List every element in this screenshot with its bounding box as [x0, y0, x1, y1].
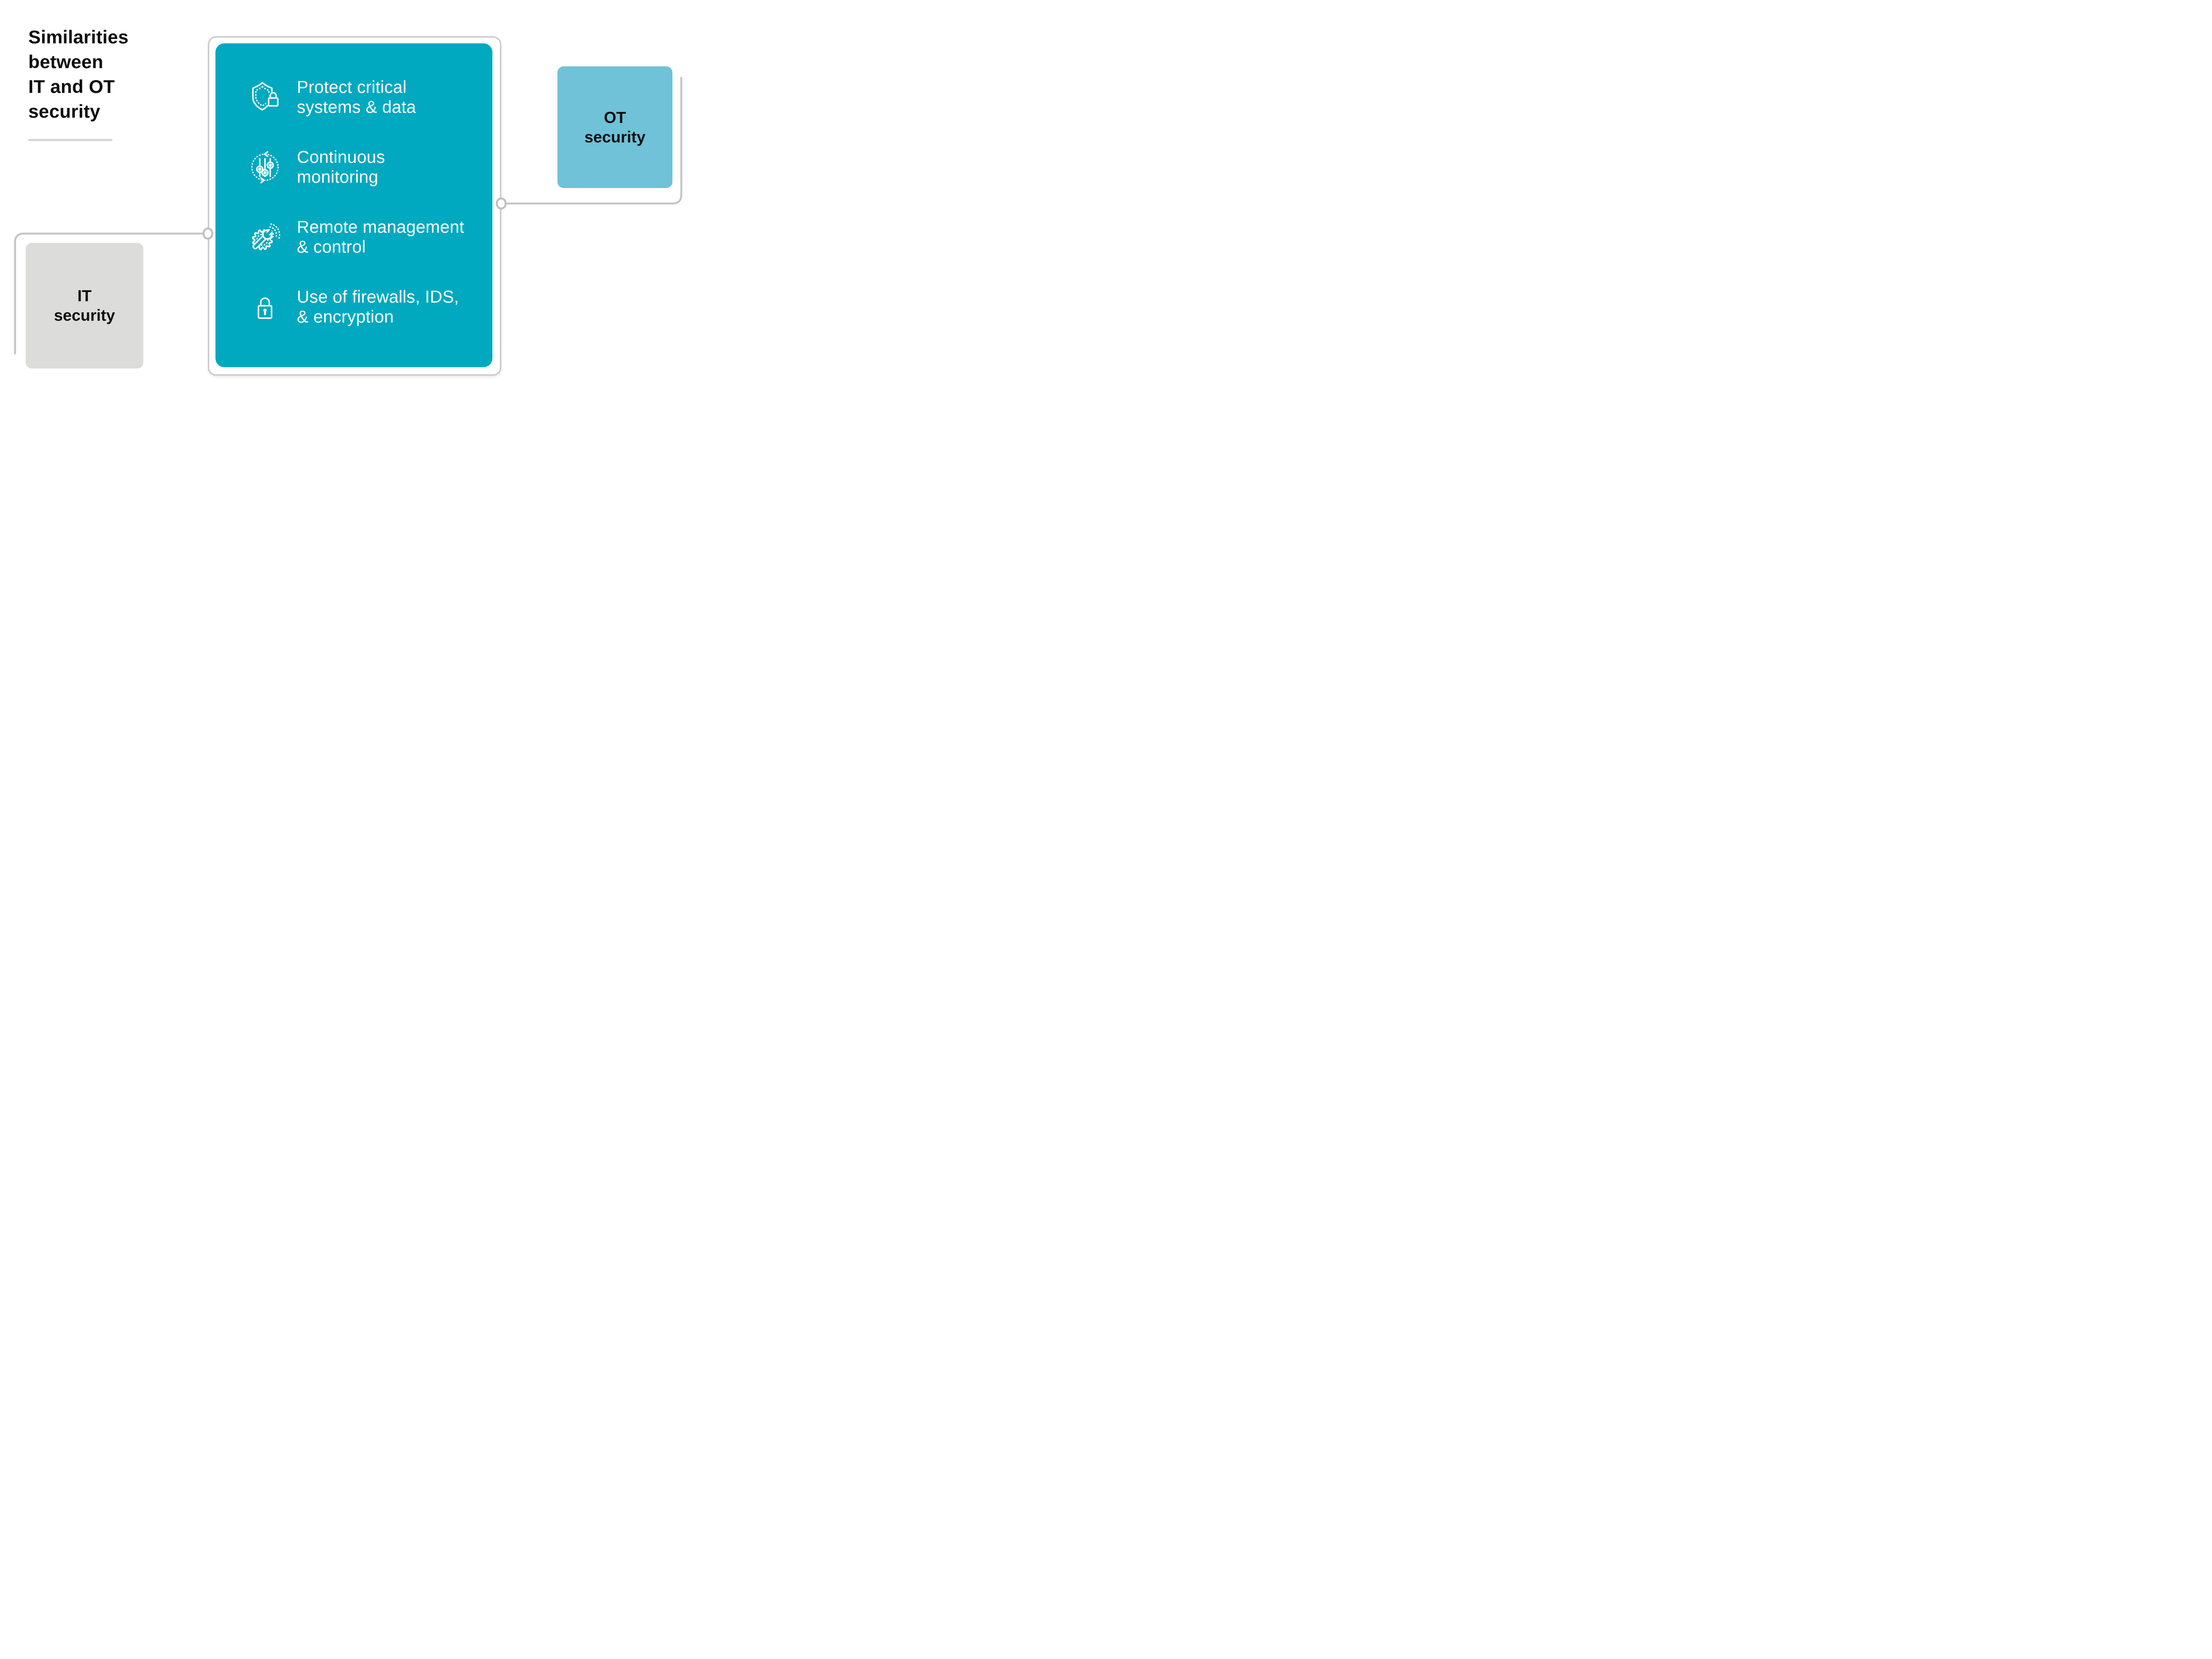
title-line: IT and OT — [28, 76, 115, 97]
page-title: Similarities between IT and OT security — [28, 25, 129, 124]
title-line: Similarities — [28, 27, 129, 47]
list-item-firewalls: Use of firewalls, IDS, & encryption — [215, 278, 492, 336]
it-security-box: IT security — [26, 243, 143, 369]
similarities-panel: Protect critical systems & data — [215, 43, 492, 367]
list-item-label: Use of firewalls, IDS, & encryption — [297, 287, 459, 327]
item-text-line: & control — [297, 238, 366, 257]
list-item-protect: Protect critical systems & data — [215, 68, 492, 127]
item-text-line: Remote management — [297, 218, 465, 237]
list-item-label: Protect critical systems & data — [297, 77, 416, 117]
padlock-icon — [249, 291, 281, 323]
item-text-line: & encryption — [297, 307, 394, 326]
box-text-line: security — [54, 306, 115, 324]
item-text-line: Protect critical — [297, 78, 407, 97]
infographic-canvas: Similarities between IT and OT security … — [0, 0, 708, 398]
list-item-remote: Remote management & control — [215, 208, 492, 266]
title-line: security — [28, 101, 100, 122]
box-text-line: security — [584, 127, 646, 146]
list-item-monitoring: Continuous monitoring — [215, 138, 492, 196]
box-text-line: OT — [603, 108, 626, 127]
title-underline — [28, 139, 112, 141]
item-text-line: monitoring — [297, 168, 379, 187]
it-security-label: IT security — [54, 286, 115, 325]
item-text-line: Continuous — [297, 148, 385, 167]
ot-security-box: OT security — [557, 66, 672, 188]
box-text-line: IT — [77, 287, 92, 305]
gear-wrench-icon — [249, 221, 281, 253]
shield-lock-icon — [249, 81, 281, 114]
item-text-line: systems & data — [297, 98, 416, 117]
list-item-label: Continuous monitoring — [297, 147, 385, 187]
item-text-line: Use of firewalls, IDS, — [297, 288, 459, 307]
title-line: between — [28, 51, 104, 72]
list-item-label: Remote management & control — [297, 217, 464, 257]
sliders-monitoring-icon — [249, 151, 281, 184]
ot-security-label: OT security — [584, 108, 645, 147]
